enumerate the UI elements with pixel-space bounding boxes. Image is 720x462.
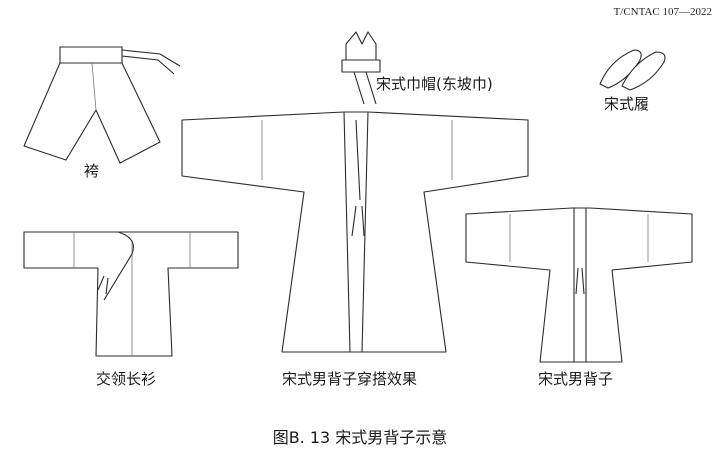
hat-brim [341, 59, 381, 73]
figure-caption: 图B. 13 宋式男背子示意 [272, 428, 448, 447]
outfit-inner-collar [355, 119, 361, 201]
trousers-tie-2 [121, 55, 175, 75]
label-robe: 交领长衫 [96, 370, 157, 388]
trousers-tie-1 [121, 49, 181, 67]
trousers-legs [23, 62, 161, 164]
beizi-front-band [573, 208, 587, 362]
outfit-drawing [181, 111, 529, 353]
label-hat: 宋式巾帽(东坡巾) [376, 75, 493, 93]
outfit-front-band [343, 111, 369, 353]
beizi-drawing [465, 207, 693, 363]
hat-crown [345, 31, 377, 61]
trousers-waistband [59, 46, 123, 64]
outfit-body [181, 111, 529, 353]
beizi-body [465, 207, 693, 363]
outfit-ties [351, 205, 365, 237]
hat-drawing [341, 31, 381, 105]
hat-ribbons [353, 71, 377, 105]
robe-body [23, 231, 239, 357]
robe-ties [97, 275, 109, 295]
robe-collar [103, 231, 134, 301]
shoe-left [599, 49, 642, 89]
label-shoes: 宋式履 [604, 95, 650, 113]
label-beizi: 宋式男背子 [538, 370, 614, 388]
standard-code: T/CNTAC 107—2022 [613, 6, 712, 18]
shoes-drawing [599, 49, 666, 91]
beizi-ties [575, 267, 585, 295]
shoe-right [621, 51, 666, 91]
robe-drawing [23, 231, 239, 357]
label-outfit: 宋式男背子穿搭效果 [282, 370, 418, 388]
label-trousers: 袴 [84, 162, 100, 180]
trousers-drawing [23, 46, 181, 164]
